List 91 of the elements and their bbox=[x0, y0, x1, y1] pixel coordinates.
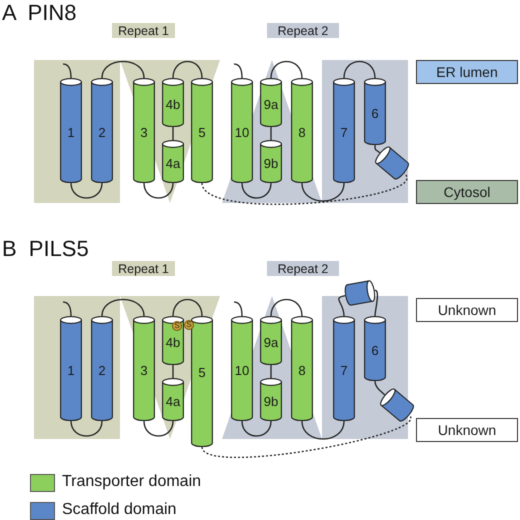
helix-cylinder bbox=[162, 78, 184, 127]
helix-number: 10 bbox=[234, 125, 250, 140]
helix-number: 9a bbox=[262, 335, 280, 350]
helix-cylinder bbox=[191, 78, 213, 183]
legend-text: Scaffold domain bbox=[62, 501, 176, 519]
helix-number: 1 bbox=[66, 125, 76, 140]
panel-title: A PIN8 bbox=[2, 0, 76, 26]
helix-number: 7 bbox=[339, 125, 349, 140]
helix-number: 4b bbox=[164, 97, 182, 112]
loop-line bbox=[172, 127, 174, 140]
compartment-label: Unknown bbox=[416, 418, 518, 442]
loop-line bbox=[241, 420, 272, 437]
loop-line bbox=[234, 63, 243, 78]
helix-number: 4b bbox=[164, 335, 182, 350]
helix-number: 10 bbox=[234, 363, 250, 378]
helix-cylinder bbox=[133, 316, 155, 421]
loop-line bbox=[301, 182, 345, 202]
helix-cylinder bbox=[260, 316, 282, 365]
loop-line bbox=[374, 145, 380, 154]
helix-cylinder bbox=[91, 316, 113, 421]
helix-cylinder bbox=[162, 316, 184, 365]
helix-cylinder bbox=[162, 140, 184, 183]
loop-line bbox=[70, 182, 103, 199]
helix-cylinder bbox=[364, 78, 386, 145]
helix-number: 3 bbox=[139, 363, 149, 378]
compartment-label: Cytosol bbox=[416, 180, 518, 204]
loop-line bbox=[70, 420, 103, 437]
helix-cylinder bbox=[343, 280, 377, 306]
loop-line bbox=[270, 60, 303, 78]
dotted-loop-line bbox=[201, 173, 408, 205]
helix-number: 9b bbox=[262, 156, 280, 171]
legend-text: Transporter domain bbox=[62, 473, 202, 491]
helix-cylinder bbox=[60, 78, 82, 183]
repeat-label: Repeat 1 bbox=[112, 261, 175, 276]
loop-line bbox=[143, 420, 174, 437]
helix-number: 5 bbox=[197, 365, 207, 380]
helix-cylinder bbox=[291, 316, 313, 421]
helix-cylinder bbox=[260, 378, 282, 421]
loop-line bbox=[270, 365, 272, 378]
loop-line bbox=[241, 182, 272, 199]
helix-cylinder bbox=[260, 140, 282, 183]
helix-cylinder bbox=[364, 316, 386, 381]
loop-line bbox=[270, 298, 303, 316]
panel-title: B PILS5 bbox=[2, 236, 89, 262]
loop-line bbox=[62, 301, 72, 316]
helix-cylinder bbox=[333, 78, 355, 183]
helix-cylinder bbox=[60, 316, 82, 421]
helix-number: 8 bbox=[297, 125, 307, 140]
helix-number: 6 bbox=[370, 343, 380, 358]
helix-cylinder bbox=[333, 316, 355, 421]
helix-number: 5 bbox=[197, 125, 207, 140]
loop-line bbox=[101, 298, 145, 316]
helix-cylinder bbox=[162, 378, 184, 421]
loop-line bbox=[338, 294, 346, 316]
loop-line bbox=[374, 380, 386, 396]
loop-line bbox=[172, 298, 203, 316]
helix-number: 9a bbox=[262, 97, 280, 112]
loop-line bbox=[62, 63, 72, 78]
helix-cylinder bbox=[372, 144, 412, 182]
helix-cylinder bbox=[378, 386, 416, 424]
helix-cylinder bbox=[91, 78, 113, 183]
helix-number: 1 bbox=[66, 363, 76, 378]
compartment-label: ER lumen bbox=[416, 60, 518, 84]
repeat-label: Repeat 2 bbox=[267, 23, 339, 38]
compartment-label: Unknown bbox=[416, 298, 518, 322]
helix-number: 9b bbox=[262, 394, 280, 409]
loop-line bbox=[270, 127, 272, 140]
loop-line bbox=[301, 420, 345, 440]
repeat-label: Repeat 1 bbox=[112, 23, 175, 38]
helix-cylinder bbox=[231, 316, 253, 421]
helix-cylinder bbox=[231, 78, 253, 183]
loop-line bbox=[143, 182, 174, 199]
loop-line bbox=[374, 290, 378, 316]
helix-cylinder bbox=[133, 78, 155, 183]
helix-number: 4a bbox=[164, 156, 182, 171]
loop-line bbox=[101, 60, 145, 78]
helix-cylinder bbox=[191, 316, 213, 447]
loop-line bbox=[234, 301, 243, 316]
helix-number: 2 bbox=[97, 363, 107, 378]
helix-cylinder bbox=[260, 78, 282, 127]
loop-line bbox=[172, 60, 203, 78]
helix-number: 2 bbox=[97, 125, 107, 140]
loop-line bbox=[172, 365, 174, 378]
helix-number: 8 bbox=[297, 363, 307, 378]
helix-number: 3 bbox=[139, 125, 149, 140]
repeat-label: Repeat 2 bbox=[267, 261, 339, 276]
helix-number: 6 bbox=[370, 106, 380, 121]
loop-line bbox=[343, 60, 376, 78]
helix-number: 4a bbox=[164, 394, 182, 409]
helix-number: 7 bbox=[339, 363, 349, 378]
helix-cylinder bbox=[291, 78, 313, 183]
